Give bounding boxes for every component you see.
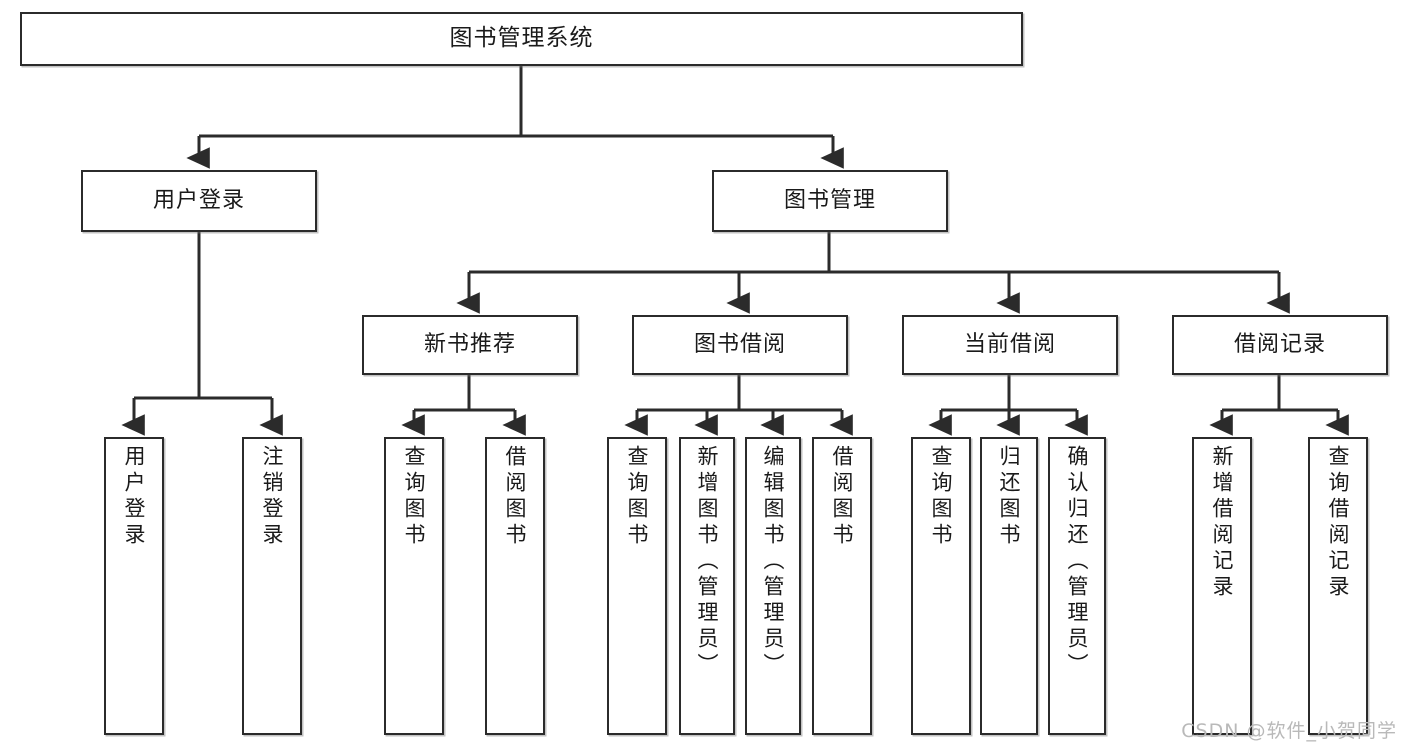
- leaf-confirm-return-admin[interactable]: 确认归还（管理员）: [1048, 437, 1106, 735]
- node-label: 归还图书: [997, 445, 1022, 549]
- node-user-login[interactable]: 用户登录: [81, 170, 317, 232]
- node-label: 当前借阅: [963, 331, 1056, 357]
- node-label: 借阅记录: [1233, 331, 1326, 357]
- node-label: 新增借阅记录: [1210, 445, 1235, 601]
- leaf-borrow-book-recommend[interactable]: 借阅图书: [485, 437, 545, 735]
- node-root-book-management-system[interactable]: 图书管理系统: [20, 12, 1023, 66]
- leaf-user-login[interactable]: 用户登录: [104, 437, 164, 735]
- node-current-borrow[interactable]: 当前借阅: [902, 315, 1118, 375]
- leaf-query-book-borrow[interactable]: 查询图书: [607, 437, 667, 735]
- node-label: 图书管理: [783, 187, 876, 213]
- watermark-text: CSDN @软件_小贺同学: [1181, 720, 1397, 742]
- node-label: 图书管理系统: [449, 25, 594, 52]
- leaf-edit-book-admin[interactable]: 编辑图书（管理员）: [745, 437, 801, 735]
- node-label: 借阅图书: [503, 445, 528, 549]
- node-label: 用户登录: [122, 445, 147, 549]
- node-book-manage[interactable]: 图书管理: [712, 170, 948, 232]
- leaf-query-book-recommend[interactable]: 查询图书: [384, 437, 444, 735]
- leaf-query-borrow-record[interactable]: 查询借阅记录: [1308, 437, 1368, 735]
- node-label: 查询图书: [625, 445, 650, 549]
- node-new-book-recommend[interactable]: 新书推荐: [362, 315, 578, 375]
- node-label: 新书推荐: [423, 331, 516, 357]
- leaf-borrow-book[interactable]: 借阅图书: [812, 437, 872, 735]
- node-label: 确认归还（管理员）: [1065, 445, 1090, 679]
- leaf-query-book-current[interactable]: 查询图书: [911, 437, 971, 735]
- node-label: 借阅图书: [830, 445, 855, 549]
- leaf-add-book-admin[interactable]: 新增图书（管理员）: [679, 437, 735, 735]
- node-label: 用户登录: [152, 187, 245, 213]
- node-label: 注销登录: [260, 445, 285, 549]
- node-label: 新增图书（管理员）: [695, 445, 720, 679]
- node-label: 查询图书: [402, 445, 427, 549]
- leaf-return-book[interactable]: 归还图书: [980, 437, 1038, 735]
- leaf-logout[interactable]: 注销登录: [242, 437, 302, 735]
- node-book-borrow[interactable]: 图书借阅: [632, 315, 848, 375]
- node-label: 图书借阅: [693, 331, 786, 357]
- node-label: 编辑图书（管理员）: [761, 445, 786, 679]
- leaf-add-borrow-record[interactable]: 新增借阅记录: [1192, 437, 1252, 735]
- node-label: 查询借阅记录: [1326, 445, 1351, 601]
- node-borrow-record[interactable]: 借阅记录: [1172, 315, 1388, 375]
- node-label: 查询图书: [929, 445, 954, 549]
